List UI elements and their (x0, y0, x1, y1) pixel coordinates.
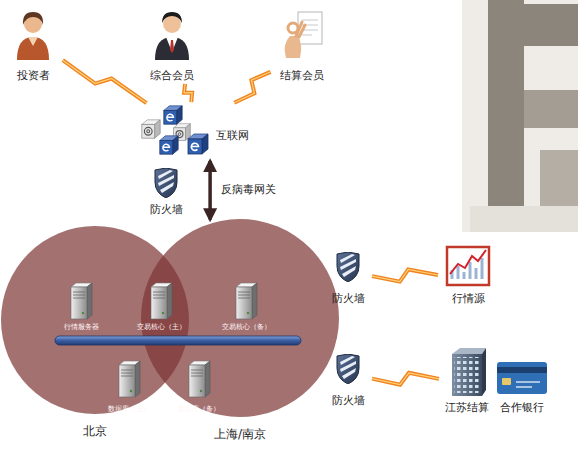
bank-card: 合作银行 (496, 344, 548, 414)
node-label: 投资者 (17, 69, 50, 82)
network-cloud: 互联网 (136, 104, 266, 158)
actor-icon: 结算会员 (272, 8, 332, 82)
node-label: 互联网 (216, 129, 249, 142)
node-label: 交易核心（备） (222, 323, 271, 332)
node-label: 数据库（备） (178, 405, 220, 414)
node-label: 防火墙 (332, 292, 365, 305)
site-region: 上海/南京 交易核心（备） 数据库（备） (140, 218, 340, 448)
node-label: 行情源 (452, 292, 485, 305)
node-label: 行情服务器 (64, 323, 99, 332)
lightning-link (234, 72, 270, 103)
node-label: 数据库（主） (108, 405, 150, 414)
node-label: 结算会员 (280, 69, 324, 82)
firewall-icon: 防火墙 (326, 248, 370, 305)
node-label: 上海/南京 (214, 426, 266, 443)
node-label: 综合会员 (150, 69, 194, 82)
firewall-icon: 防火墙 (326, 350, 370, 407)
node-label: 防火墙 (150, 203, 183, 216)
lightning-link (63, 60, 147, 103)
double-arrow (208, 161, 212, 220)
node-label: 江苏结算 (445, 401, 489, 414)
settlement-building: 江苏结算 (441, 344, 493, 414)
edge-label: 反病毒网关 (219, 182, 278, 197)
node-label: 交易核心（主） (137, 323, 186, 332)
lightning-link (372, 270, 438, 282)
actor-icon: 综合会员 (142, 8, 202, 82)
node-label: 防火墙 (332, 394, 365, 407)
node-label: 合作银行 (500, 401, 544, 414)
lightning-link (184, 84, 192, 102)
lightning-link (372, 373, 439, 385)
firewall-icon: 防火墙 (144, 166, 188, 216)
actor-icon: 投资者 (5, 8, 61, 82)
market-feed: 行情源 (440, 244, 496, 305)
node-label: 北京 (83, 423, 107, 440)
